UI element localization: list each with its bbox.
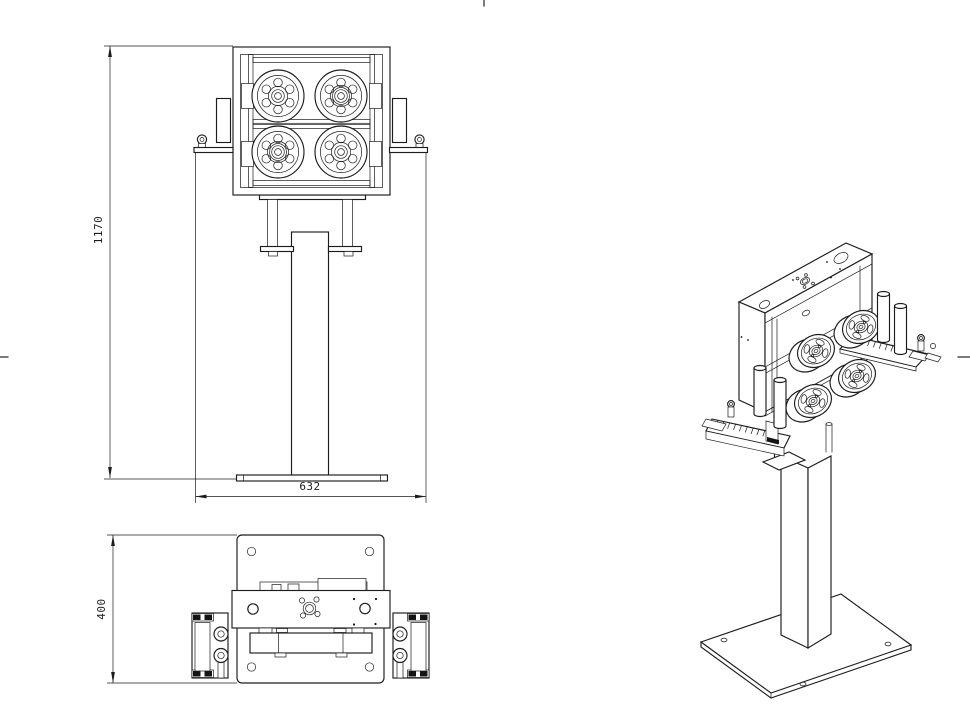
front-roller-top-left: [251, 69, 305, 123]
iso-column: [780, 455, 832, 650]
front-base-plate: [235, 474, 389, 482]
front-side-tab-left: [215, 97, 232, 144]
front-stand-column: [290, 231, 330, 476]
iso-eyebolt-right: [917, 334, 925, 342]
front-view: 1170 632: [92, 45, 429, 503]
dim-depth-value: 400: [95, 598, 108, 619]
dim-height-1170: 1170: [92, 45, 236, 480]
dim-depth-400: 400: [95, 534, 237, 684]
dim-height-value: 1170: [92, 216, 105, 245]
front-housing: [215, 46, 408, 196]
front-roller-top-right: [314, 69, 368, 123]
guide-bracket-right: [388, 134, 429, 154]
iso-bracket-left-hatch: [715, 419, 766, 437]
front-side-tab-right: [391, 97, 408, 144]
isometric-view: [699, 242, 942, 699]
plan-upper-plates: [259, 578, 368, 592]
plan-view: 400: [95, 534, 430, 684]
guide-bracket-left: [193, 134, 234, 154]
front-mount-bracket: [258, 194, 367, 257]
front-roller-bottom-right: [314, 125, 368, 179]
front-roller-bottom-left: [251, 125, 305, 179]
iso-bracket-left: [701, 400, 791, 457]
dim-width-632: 632: [195, 152, 427, 503]
plan-lower-plates: [249, 627, 373, 658]
dim-width-value: 632: [299, 480, 320, 493]
iso-eyebolt-left: [727, 400, 735, 408]
border-center-marks: [0, 0, 970, 358]
plan-roller-unit: [231, 589, 391, 629]
plan-clamp-right: [392, 612, 430, 679]
plan-clamp-left: [191, 612, 229, 679]
